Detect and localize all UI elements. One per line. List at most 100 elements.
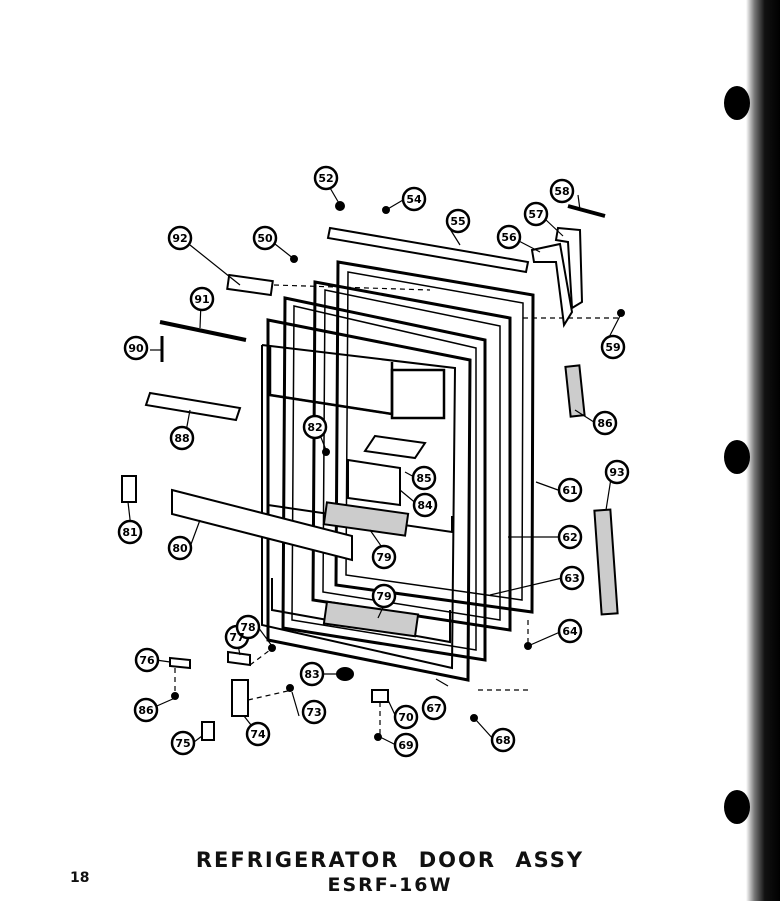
callout-number: 86 <box>597 417 613 430</box>
page-binding-edge <box>746 0 780 901</box>
callout-number: 63 <box>564 572 579 585</box>
hinge-top <box>554 226 584 310</box>
callout-number: 81 <box>122 526 137 539</box>
callout-circle <box>189 286 215 312</box>
callout-circle <box>401 186 427 212</box>
bracket-76 <box>169 656 191 670</box>
model-number: ESRF-16W <box>327 874 453 896</box>
page-number: 18 <box>70 870 90 886</box>
callout-number: 67 <box>426 702 441 715</box>
callout-number: 70 <box>398 711 414 724</box>
callout-number: 69 <box>398 739 413 752</box>
callout-number: 57 <box>528 208 543 221</box>
shelf-strip-79b <box>322 600 420 638</box>
hinge-pin <box>567 204 606 218</box>
callout-circle <box>421 695 447 721</box>
callout-circle <box>371 583 397 609</box>
hinge-block-74 <box>231 679 249 717</box>
callout-number: 79 <box>376 551 391 564</box>
callout-number: 90 <box>128 342 144 355</box>
callout-number: 79 <box>376 590 391 603</box>
callout-number: 80 <box>172 542 188 555</box>
callout-number: 84 <box>417 499 433 512</box>
callout-number: 78 <box>240 621 255 634</box>
callout-number: 61 <box>562 484 577 497</box>
door-panel-outer <box>311 280 512 632</box>
callout-number: 56 <box>501 231 517 244</box>
callout-circle <box>245 721 271 747</box>
side-strip-86 <box>564 364 586 418</box>
callout-circle <box>411 465 437 491</box>
upper-compartment <box>390 368 446 420</box>
callout-circle <box>559 565 585 591</box>
callout-circle <box>604 459 630 485</box>
shelf-bar <box>144 391 242 422</box>
callout-circle <box>600 334 626 360</box>
callout-number: 74 <box>250 728 266 741</box>
door-panel-inner <box>322 289 501 621</box>
callout-circle <box>549 178 575 204</box>
callout-circle <box>167 535 193 561</box>
callout-number: 86 <box>138 704 154 717</box>
callout-number: 75 <box>175 737 190 750</box>
diagram-title: REFRIGERATOR DOOR ASSY <box>195 848 585 872</box>
cover-plate <box>326 226 530 274</box>
callout-circle <box>167 225 193 251</box>
callout-circle <box>134 647 160 673</box>
bracket-77 <box>227 650 251 667</box>
door-gasket-inner <box>345 271 524 601</box>
door-liner-back-inner <box>291 305 477 651</box>
rail-rod <box>159 320 247 342</box>
callout-number: 58 <box>554 185 569 198</box>
callout-circle <box>557 524 583 550</box>
callout-circle <box>301 699 327 725</box>
callout-number: 93 <box>609 466 624 479</box>
callout-circle <box>235 614 261 640</box>
callout-number: 73 <box>306 706 321 719</box>
callout-number: 68 <box>495 734 510 747</box>
callout-circle <box>169 425 195 451</box>
butter-compartment <box>347 458 401 507</box>
callout-circle <box>490 727 516 753</box>
plate-75 <box>201 721 215 741</box>
callout-circle <box>170 730 196 756</box>
trim-strip <box>171 488 353 562</box>
callout-number: 54 <box>406 193 422 206</box>
callout-number: 52 <box>318 172 333 185</box>
binder-hole <box>724 440 750 474</box>
cap-83 <box>336 667 354 681</box>
callout-number: 92 <box>172 232 187 245</box>
shelf-strip-79a <box>322 501 410 537</box>
door-gasket-outer <box>334 260 535 614</box>
callout-number: 82 <box>307 421 322 434</box>
callout-circle <box>557 477 583 503</box>
callout-circle <box>302 414 328 440</box>
callout-number: 76 <box>139 654 155 667</box>
callout-circle <box>523 201 549 227</box>
callout-circle <box>133 697 159 723</box>
callout-circle <box>412 492 438 518</box>
callout-circle <box>371 544 397 570</box>
callout-circle <box>557 618 583 644</box>
callout-circle <box>393 732 419 758</box>
callout-number: 59 <box>605 341 620 354</box>
binder-hole <box>724 86 750 120</box>
callout-number: 77 <box>229 631 244 644</box>
callout-circle <box>252 225 278 251</box>
block-70 <box>371 689 389 703</box>
callout-number: 91 <box>194 293 209 306</box>
callout-circle <box>313 165 339 191</box>
callout-circle <box>592 410 618 436</box>
side-strip-93 <box>593 508 619 616</box>
hinge-bracket <box>530 242 574 328</box>
latch-81 <box>121 475 137 503</box>
callout-number: 50 <box>257 232 273 245</box>
callout-number: 62 <box>562 531 577 544</box>
handle-clip <box>226 273 274 297</box>
binder-hole <box>724 790 750 824</box>
callout-circle <box>496 224 522 250</box>
butter-lid <box>363 434 427 460</box>
callout-number: 88 <box>174 432 189 445</box>
callout-number: 83 <box>304 668 319 681</box>
